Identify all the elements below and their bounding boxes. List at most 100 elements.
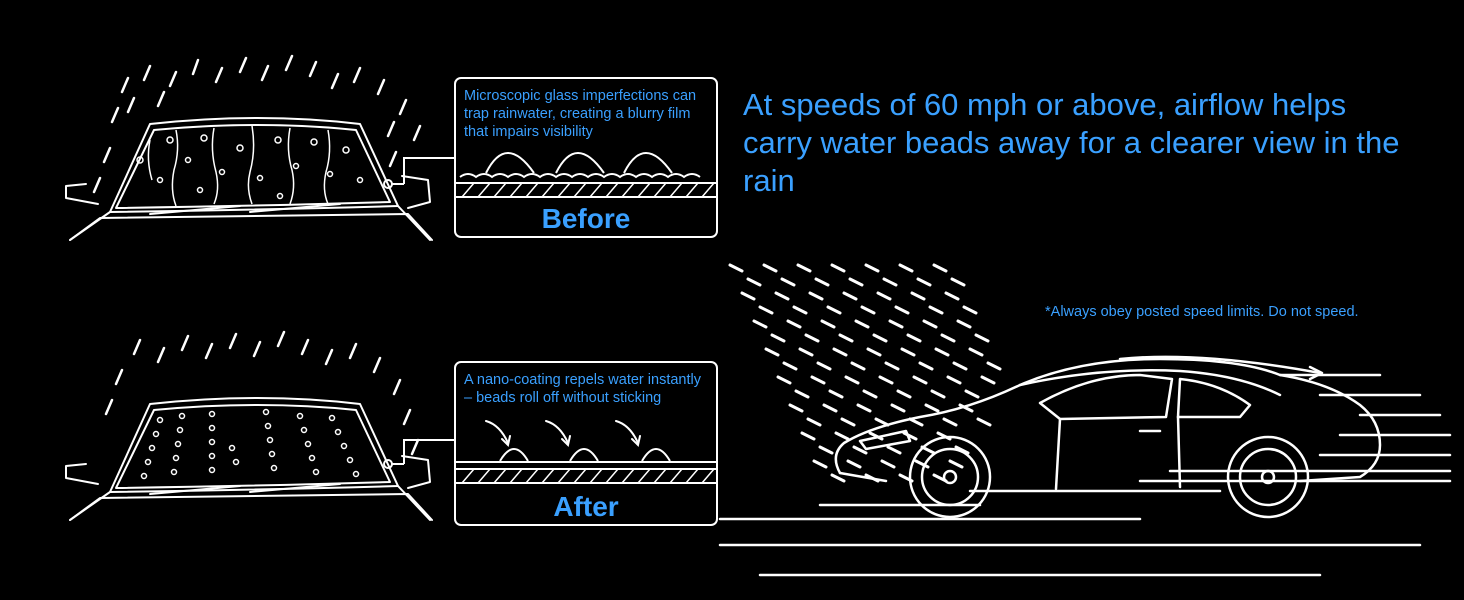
rain-dash [946,375,962,385]
rain-dash [850,361,866,371]
rain-dash [800,431,816,441]
rain-dash [780,277,796,287]
rain-dash [794,389,810,399]
rain-dash [856,403,872,413]
rain-dash [876,291,892,301]
rain-dash [852,445,868,455]
rain-dash [922,319,938,329]
rain-dash [950,277,966,287]
rain-dash [828,389,844,399]
rain-dash [838,333,854,343]
rain-dash [814,277,830,287]
rain-dash [818,445,834,455]
rain-dash [912,375,928,385]
rain-dash [890,403,906,413]
rain-dash [956,319,972,329]
rain-dash [898,263,914,273]
rain-dash [832,347,848,357]
rain-dash [894,305,910,315]
rain-dash [774,291,790,301]
rain-dash [928,305,944,315]
speed-disclaimer: *Always obey posted speed limits. Do not… [1045,304,1359,320]
rain-dash [752,319,768,329]
rain-dash [916,277,932,287]
rain-dash [944,291,960,301]
rain-dash [786,319,802,329]
after-label: After [553,491,619,522]
rain-dash [848,277,864,287]
headline: At speeds of 60 mph or above, airflow he… [743,87,1400,198]
rain-dash [740,291,756,301]
rain-dash [762,263,778,273]
rain-dash [968,347,984,357]
rain-dash [954,445,970,455]
rain-dash [896,389,912,399]
rain-dash [878,375,894,385]
rain-dash [860,305,876,315]
rainy-windshield-before-illustration [65,54,456,241]
rain-dash [798,347,814,357]
rain-dash [868,431,884,441]
rain-dash [854,319,870,329]
rain-dash [826,305,842,315]
rain-dash [934,347,950,357]
rain-dash [804,333,820,343]
rain-dash [958,403,974,413]
rain-dash [924,403,940,413]
rain-dash [728,263,744,273]
rain-dash [900,347,916,357]
rain-dash [908,417,924,427]
rain-dash [964,389,980,399]
rain-dash [980,375,996,385]
rain-dash [974,333,990,343]
rain-dash [830,263,846,273]
rain-dash [864,263,880,273]
rain-dash [976,417,992,427]
rain-dash [820,319,836,329]
rain-dash [812,459,828,469]
rain-dash [844,375,860,385]
rain-dash [746,277,762,287]
before-caption: Microscopic glass imperfections can trap… [464,88,697,140]
rain-dash [792,305,808,315]
rain-dash [822,403,838,413]
after-callout-box: A nano-coating repels water instantly – … [454,361,718,526]
rain-dash [834,431,850,441]
rain-dash [866,347,882,357]
rain-dash [782,361,798,371]
water-bead-icon [456,448,716,484]
water-bead-icon [456,152,716,198]
arrow-icon [456,420,716,484]
rain-dash [810,375,826,385]
rain-dash [846,459,862,469]
rain-dash [910,291,926,301]
rain-dash [884,361,900,371]
rain-dash [764,347,780,357]
rain-dash [932,263,948,273]
rain-dash [942,417,958,427]
rain-dash [918,361,934,371]
rain-dash [948,459,964,469]
rain-dash [770,333,786,343]
rain-dash [880,459,896,469]
before-label: Before [541,203,631,234]
rain-dash [840,417,856,427]
rain-dash [842,291,858,301]
rain-dash [788,403,804,413]
rain-dash [882,277,898,287]
sports-car-illustration [718,263,1452,577]
rain-dash [930,389,946,399]
rain-dash [874,417,890,427]
rain-dash [776,375,792,385]
before-callout-box: Microscopic glass imperfections can trap… [454,77,718,238]
rain-dash [872,333,888,343]
rain-dash [808,291,824,301]
rain-dash [758,305,774,315]
rain-dash [962,305,978,315]
rain-dash [986,361,1002,371]
rain-dash [940,333,956,343]
rain-dash [830,473,846,483]
rain-dash [862,389,878,399]
rain-dash [816,361,832,371]
rain-dash [886,445,902,455]
